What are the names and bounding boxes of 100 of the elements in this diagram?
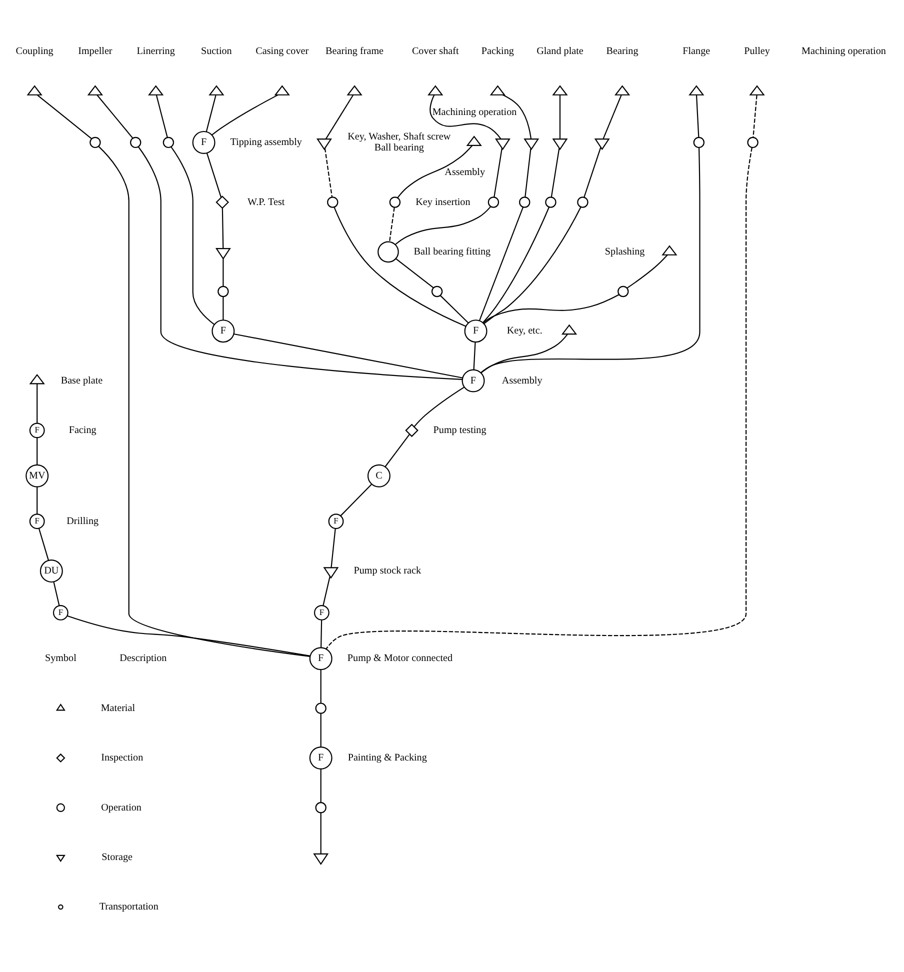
edge-label: Assembly	[444, 166, 486, 178]
node-circle: F	[309, 647, 332, 670]
connector	[36, 384, 38, 424]
node-circle: DU	[40, 560, 63, 583]
connector	[480, 148, 700, 373]
node-label: Pump stock rack	[354, 566, 422, 577]
node-label: Coupling	[16, 46, 54, 58]
connector	[430, 94, 502, 140]
node-circle	[693, 136, 705, 148]
node-label: Bearing frame	[326, 46, 384, 58]
node-label: Key, Washer, Shaft screw	[348, 132, 451, 143]
node-label: Packing	[481, 46, 514, 58]
node-circle	[488, 196, 500, 208]
connector	[752, 95, 758, 138]
connector	[584, 147, 602, 198]
edge-label: Machining operation	[432, 107, 517, 118]
node-label: Flange	[682, 46, 710, 58]
connector	[334, 207, 466, 327]
connector	[626, 254, 668, 289]
node-circle: C	[367, 464, 390, 488]
connector	[480, 334, 568, 374]
node-label: Casing cover	[256, 46, 309, 58]
node-circle: F	[309, 746, 332, 770]
connector	[98, 146, 310, 657]
legend-label: Transportation	[99, 902, 158, 913]
node-label: Bearing	[606, 46, 638, 58]
node-circle: F	[29, 514, 45, 530]
connector	[138, 146, 462, 380]
node-triangle	[494, 138, 510, 150]
connector	[36, 486, 38, 514]
connector	[559, 95, 561, 139]
connector	[324, 148, 333, 198]
node-circle: F	[192, 130, 216, 154]
node-circle: MV	[26, 464, 49, 488]
connector	[320, 812, 322, 854]
connector	[502, 94, 532, 139]
node-label: Linerring	[136, 46, 175, 58]
node-circle	[90, 136, 101, 148]
connector	[37, 94, 92, 140]
connector	[395, 206, 491, 245]
connector	[389, 207, 395, 242]
node-circle	[747, 136, 758, 148]
connector	[36, 438, 38, 465]
connector	[38, 528, 50, 561]
node-label: Splashing	[604, 246, 645, 258]
node-circle	[315, 802, 326, 814]
connector	[696, 95, 700, 138]
connector	[212, 94, 278, 136]
node-circle	[519, 196, 530, 208]
connector	[170, 146, 215, 325]
node-label: Pulley	[744, 46, 770, 58]
node-label: W.P. Test	[248, 196, 285, 208]
connector	[96, 94, 134, 139]
connector	[53, 582, 60, 606]
node-triangle	[552, 138, 568, 150]
label: Symbol	[44, 653, 76, 664]
node-triangle	[323, 567, 339, 579]
node-label: Base plate	[60, 375, 103, 386]
node-circle: F	[29, 422, 45, 438]
node-circle: F	[328, 514, 344, 530]
node-label: Impeller	[78, 46, 112, 58]
node-triangle	[316, 138, 332, 150]
connector	[397, 145, 473, 198]
node-triangle	[313, 853, 329, 866]
connector	[414, 386, 464, 427]
node-label: Suction	[201, 46, 232, 58]
node-label: Gland plate	[536, 46, 584, 58]
node-circle	[378, 241, 399, 263]
connector	[479, 207, 524, 321]
node-circle: F	[464, 320, 488, 343]
connector	[473, 342, 476, 370]
node-label: Key insertion	[416, 196, 470, 208]
connector	[483, 294, 620, 324]
connector	[602, 94, 622, 140]
node-triangle	[524, 138, 540, 150]
node-label: Pump & Motor connected	[347, 653, 453, 664]
node-circle: F	[52, 605, 68, 620]
legend-label: Material	[100, 702, 136, 714]
connector	[320, 714, 322, 747]
node-circle: F	[314, 605, 330, 620]
connector	[325, 94, 354, 140]
node-diamond	[216, 196, 229, 209]
node-circle	[545, 196, 556, 208]
node-label: Ball bearing	[374, 142, 424, 154]
node-circle	[618, 286, 629, 298]
connector	[482, 207, 550, 324]
node-triangle	[215, 248, 231, 260]
connector	[396, 258, 434, 288]
node-circle: F	[462, 369, 485, 392]
connector	[222, 208, 224, 248]
connector	[206, 95, 216, 132]
connector	[330, 528, 336, 568]
connector	[320, 769, 322, 802]
connector	[384, 434, 410, 467]
node-label: Painting & Packing	[348, 752, 427, 764]
connector	[206, 152, 222, 198]
connector	[440, 295, 469, 324]
connector	[320, 620, 322, 648]
connector	[494, 148, 502, 198]
node-circle	[130, 136, 142, 148]
